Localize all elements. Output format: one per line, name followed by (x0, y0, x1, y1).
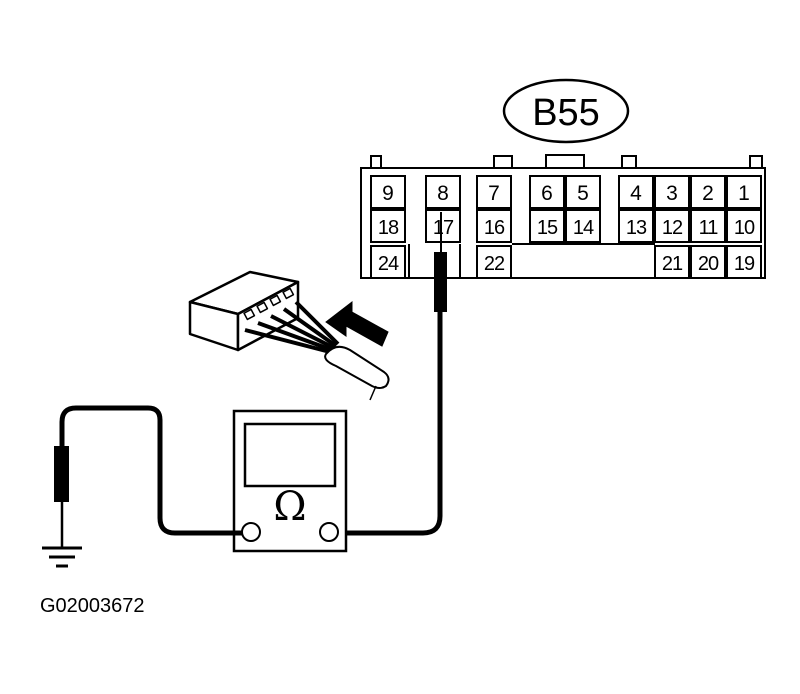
ohm-symbol: Ω (273, 484, 306, 530)
svg-text:13: 13 (626, 217, 647, 239)
connector-label-ellipse (502, 78, 630, 144)
pin-cell: 3 (654, 175, 690, 209)
ohmmeter-terminal-right (319, 522, 339, 542)
pin-cell: 6 (529, 175, 565, 209)
svg-text:17: 17 (433, 217, 454, 239)
probe-lead-right (340, 212, 447, 536)
pin-cell: 14 (565, 209, 601, 243)
svg-text:6: 6 (541, 182, 553, 205)
svg-text:12: 12 (662, 217, 683, 239)
svg-text:4: 4 (630, 182, 642, 205)
meter-lead-right (340, 312, 443, 536)
svg-text:21: 21 (662, 253, 683, 275)
pin-cell: 17 (425, 209, 461, 243)
connector-latch (621, 155, 637, 169)
svg-text:19: 19 (734, 253, 755, 275)
pin-cell: 16 (476, 209, 512, 243)
svg-text:16: 16 (484, 217, 505, 239)
ground-probe-handle (54, 446, 69, 502)
harness-wire-end (369, 385, 377, 401)
connector-latch (370, 155, 382, 169)
ohmmeter-terminal-left (241, 522, 261, 542)
pin-cell: 7 (476, 175, 512, 209)
connector-pins: 9 8 7 6 5 4 3 2 1 18 17 16 15 14 13 12 1… (370, 175, 762, 279)
svg-text:14: 14 (573, 217, 594, 239)
svg-text:18: 18 (378, 217, 399, 239)
svg-text:7: 7 (488, 182, 500, 205)
figure-id: G02003672 (40, 595, 145, 617)
harness-cavity (256, 301, 269, 314)
pin-cell: 19 (726, 245, 762, 279)
harness-cavity (243, 308, 256, 321)
connector-key (545, 154, 585, 169)
connector-label-group: B55 (502, 78, 630, 144)
pin-cell: 13 (618, 209, 654, 243)
pin-cell: 15 (529, 209, 565, 243)
pin-cell: 18 (370, 209, 406, 243)
pin-cell: 2 (690, 175, 726, 209)
pin-cell: 8 (425, 175, 461, 209)
svg-text:10: 10 (734, 217, 755, 239)
pin-cell: 24 (370, 245, 406, 279)
pin-cell: 5 (565, 175, 601, 209)
svg-text:15: 15 (537, 217, 558, 239)
svg-text:22: 22 (484, 253, 505, 275)
harness-wire-sheath (324, 345, 390, 389)
harness-connector-illustration (188, 270, 390, 401)
ohmmeter-display (243, 422, 337, 488)
pin-cell: 10 (726, 209, 762, 243)
connector-latch (493, 155, 513, 169)
harness-cavity (282, 287, 295, 300)
ohmmeter: Ω (232, 409, 348, 553)
svg-text:20: 20 (698, 253, 719, 275)
pin-cell: 11 (690, 209, 726, 243)
pin-cell: 1 (726, 175, 762, 209)
svg-text:11: 11 (699, 217, 719, 239)
pin-cell: 21 (654, 245, 690, 279)
svg-text:2: 2 (702, 182, 714, 205)
direction-arrow (325, 300, 389, 347)
svg-text:9: 9 (382, 182, 394, 205)
harness-cavity (269, 294, 282, 307)
pin-cell: 22 (476, 245, 512, 279)
pin-cell: 12 (654, 209, 690, 243)
pin-cell: 9 (370, 175, 406, 209)
pin-cell: 4 (618, 175, 654, 209)
svg-text:3: 3 (666, 182, 678, 205)
svg-text:8: 8 (437, 182, 449, 205)
probe-lead-left (42, 405, 242, 568)
svg-text:24: 24 (378, 253, 399, 275)
probe-handle (434, 252, 447, 312)
connector-latch (749, 155, 763, 169)
svg-text:5: 5 (577, 182, 589, 205)
pin-cell: 20 (690, 245, 726, 279)
meter-lead-left (59, 405, 242, 536)
connector-label: B55 (532, 92, 600, 134)
harness-wires (244, 300, 340, 354)
svg-text:1: 1 (738, 182, 750, 205)
